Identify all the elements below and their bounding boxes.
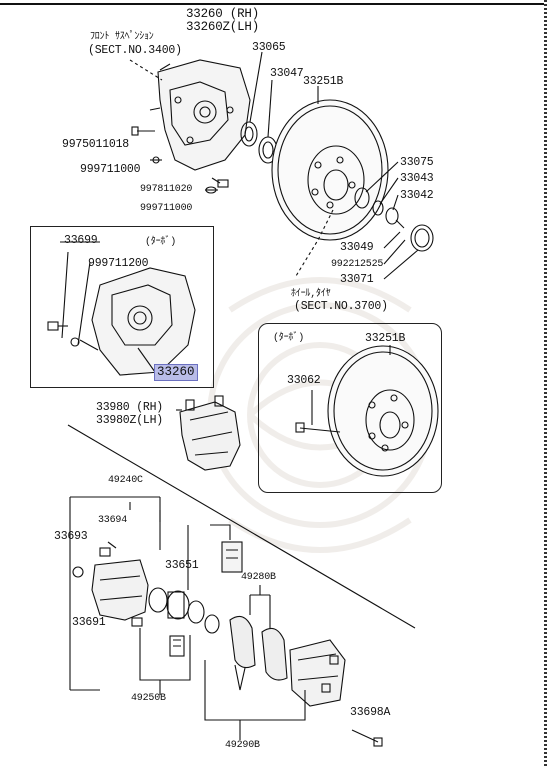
part-49240c[interactable]: 49240C bbox=[108, 475, 143, 486]
part-992212525[interactable]: 992212525 bbox=[331, 259, 384, 270]
wheel-tire-jp: ﾎｲｰﾙ,ﾀｲﾔ bbox=[291, 289, 331, 300]
part-33062[interactable]: 33062 bbox=[287, 374, 321, 387]
turbo-inset-frame bbox=[30, 226, 214, 388]
part-33251b-box[interactable]: 33251B bbox=[365, 332, 406, 345]
part-49280b[interactable]: 49280B bbox=[241, 572, 276, 583]
part-33699[interactable]: 33699 bbox=[64, 234, 98, 247]
part-33049[interactable]: 33049 bbox=[340, 241, 374, 254]
part-33698a[interactable]: 33698A bbox=[350, 706, 391, 719]
part-999711200[interactable]: 999711200 bbox=[88, 257, 149, 270]
part-33042[interactable]: 33042 bbox=[400, 189, 434, 202]
part-49290b[interactable]: 49290B bbox=[225, 740, 260, 751]
wheel-tire-sect[interactable]: (SECT.NO.3700) bbox=[294, 300, 388, 313]
part-33980-rh[interactable]: 33980 (RH) bbox=[96, 401, 164, 414]
part-49250b[interactable]: 49250B bbox=[131, 693, 166, 704]
brake-rotor-top bbox=[271, 99, 389, 241]
part-33693[interactable]: 33693 bbox=[54, 530, 88, 543]
front-suspension-sect[interactable]: (SECT.NO.3400) bbox=[88, 44, 182, 57]
part-33260-highlighted[interactable]: 33260 bbox=[154, 364, 198, 381]
part-33980z-lh[interactable]: 33980Z(LH) bbox=[96, 414, 164, 427]
part-997811020[interactable]: 997811020 bbox=[140, 184, 193, 195]
right-edge-strip bbox=[544, 0, 547, 768]
part-33047[interactable]: 33047 bbox=[270, 67, 304, 80]
part-33075[interactable]: 33075 bbox=[400, 156, 434, 169]
turbo-rotor-frame bbox=[258, 323, 442, 493]
caliper-body-exploded bbox=[91, 559, 149, 621]
part-33043[interactable]: 33043 bbox=[400, 172, 434, 185]
part-33260-rh[interactable]: 33260 (RH) bbox=[186, 7, 260, 21]
part-33691[interactable]: 33691 bbox=[72, 616, 106, 629]
part-33694[interactable]: 33694 bbox=[98, 515, 128, 526]
part-33065[interactable]: 33065 bbox=[252, 41, 286, 54]
part-33651[interactable]: 33651 bbox=[165, 559, 199, 572]
turbo-label-left: (ﾀｰﾎﾞ) bbox=[145, 237, 177, 248]
turbo-label-right: (ﾀｰﾎﾞ) bbox=[273, 333, 305, 344]
part-999711000-a[interactable]: 999711000 bbox=[80, 163, 141, 176]
part-33251b-top[interactable]: 33251B bbox=[303, 75, 344, 88]
part-999711000-b[interactable]: 999711000 bbox=[140, 203, 193, 214]
part-33260z-lh[interactable]: 33260Z(LH) bbox=[186, 20, 260, 34]
part-9975011018[interactable]: 9975011018 bbox=[62, 138, 130, 151]
top-border-line bbox=[0, 3, 547, 5]
caliper-bracket bbox=[289, 639, 346, 707]
part-33071[interactable]: 33071 bbox=[340, 273, 374, 286]
front-suspension-jp: ﾌﾛﾝﾄ ｻｽﾍﾟﾝｼｮﾝ bbox=[90, 32, 154, 43]
